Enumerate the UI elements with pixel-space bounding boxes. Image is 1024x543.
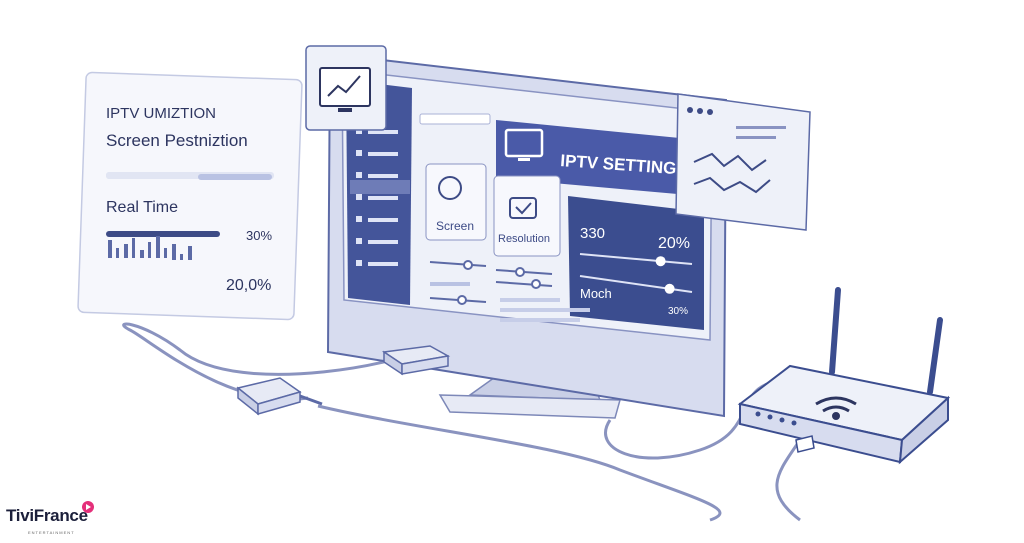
left-sliders[interactable] [429,260,553,305]
realtime-label: Real Time [106,199,178,216]
panel-slider-top[interactable] [655,256,666,267]
line-graph-icon [693,152,767,172]
ethernet-plug [236,377,323,416]
trend-card [305,45,387,131]
screen-card-label: Screen [436,219,474,233]
panel-value-1: 330 [580,225,605,242]
pct-top: 30% [246,228,272,243]
top-progress-bar [106,172,196,179]
stats-panel [568,196,704,330]
panel-value-2: 20% [658,235,690,252]
mini-bar-chart [108,236,192,260]
address-bar[interactable] [419,113,491,125]
pct-bottom: 20,0% [226,277,271,294]
router [737,287,951,465]
router-antenna-left [829,287,841,375]
brand-name: TiviFrance [6,506,88,525]
screen-icon [438,176,462,200]
graph-card [675,93,811,231]
router-leds [755,411,797,426]
panel-slider-bottom[interactable] [664,283,675,294]
brand-logo-icon [82,501,94,513]
resolution-card-label: Resolution [498,233,550,245]
monitor-chart-icon [319,67,371,107]
info-card-subtitle: Screen Pestniztion [106,131,248,150]
cables [122,322,802,522]
monitor: IPTV SETTINGS Screen Resolution 330 20% … [326,52,728,419]
resolution-icon [509,197,537,219]
brand: TiviFrance ENTERTAINMENT [6,506,88,535]
info-card-title: IPTV UMIZTION [106,105,216,122]
info-card: IPTV UMIZTION Screen Pestniztion Real Ti… [77,71,303,321]
hdmi-adapter [381,345,451,376]
panel-value-3: 30% [668,306,688,317]
resolution-card[interactable] [493,175,561,257]
sidebar-item-active[interactable] [350,180,410,194]
panel-label: Moch [580,286,612,301]
wifi-icon [815,396,857,420]
tv-icon [504,128,544,158]
brand-tagline: ENTERTAINMENT [28,530,75,535]
text-lines [500,298,590,322]
router-antenna-right [927,317,943,395]
realtime-progress-bar [106,231,220,237]
sidebar-nav-icons [356,128,398,266]
